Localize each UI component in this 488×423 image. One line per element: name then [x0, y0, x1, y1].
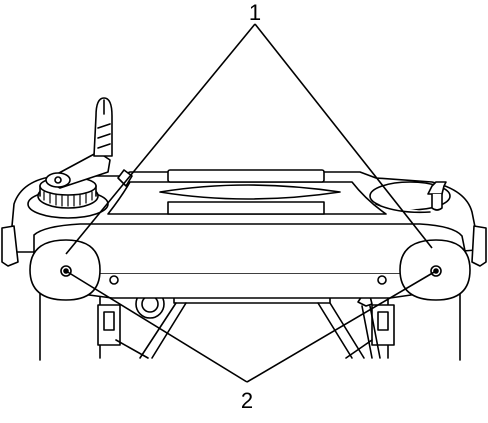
crank-assembly — [27, 97, 133, 219]
callout-1: 1 — [249, 0, 261, 25]
lower-chassis — [39, 279, 461, 361]
leader-lines — [65, 23, 437, 383]
right-knob — [369, 181, 451, 214]
left-wheel — [29, 239, 101, 301]
top-plate — [107, 169, 387, 215]
top-handle — [167, 169, 325, 183]
screw-icon — [109, 275, 119, 285]
right-wheel — [399, 239, 471, 301]
screw-icon — [377, 275, 387, 285]
callout-2: 2 — [241, 388, 253, 413]
top-slot — [167, 201, 325, 215]
